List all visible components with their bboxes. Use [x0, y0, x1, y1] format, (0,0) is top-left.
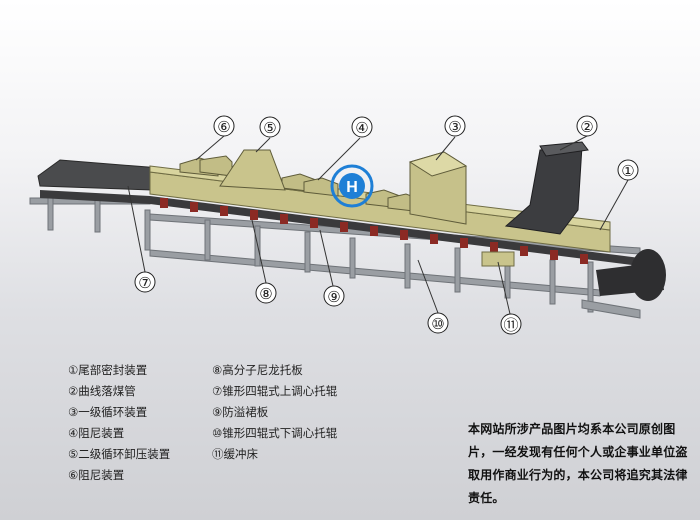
curved-chute [504, 141, 589, 235]
callout-10-label: ⑩ [431, 315, 444, 333]
callout-5: ⑤ [259, 116, 281, 138]
svg-text:H: H [346, 179, 358, 196]
callout-3-label: ③ [448, 118, 461, 136]
callout-3: ③ [444, 115, 466, 137]
idler-row [160, 198, 588, 264]
legend-item: ⑥阻尼装置 [68, 468, 125, 482]
legend-item: ①尾部密封装置 [68, 363, 148, 377]
callout-8-label: ⑧ [259, 285, 272, 303]
legend-right: ⑧高分子尼龙托板 ⑦锥形四辊式上调心托辊 ⑨防溢裙板 ⑩锥形四辊式下调心托辊 ⑪… [212, 360, 337, 465]
legend-item: ③一级循环装置 [68, 405, 148, 419]
relief-hood [219, 149, 286, 191]
callout-9: ⑨ [323, 285, 345, 307]
legend-item: ④阻尼装置 [68, 426, 125, 440]
callout-10: ⑩ [427, 312, 449, 334]
head-pulley [596, 249, 666, 301]
legend-item: ⑪缓冲床 [212, 447, 258, 461]
company-logo: H [330, 164, 374, 208]
callout-leaders [127, 135, 629, 315]
legend-item: ⑨防溢裙板 [212, 405, 269, 419]
callout-4-label: ④ [355, 119, 368, 137]
legend-item: ⑤二级循环卸压装置 [68, 447, 171, 461]
callout-7-label: ⑦ [138, 274, 151, 292]
callout-2: ② [576, 115, 598, 137]
callout-1: ① [617, 159, 639, 181]
callout-11-label: ⑪ [503, 316, 518, 334]
callout-6: ⑥ [213, 115, 235, 137]
buffer-bed [481, 251, 515, 267]
tail-belt [37, 159, 161, 191]
legend-item: ⑧高分子尼龙托板 [212, 363, 303, 377]
legend-item: ⑦锥形四辊式上调心托辊 [212, 384, 338, 398]
circulation-box [408, 151, 468, 225]
callout-6-label: ⑥ [217, 118, 230, 136]
callout-2-label: ② [580, 118, 593, 136]
callout-8: ⑧ [255, 282, 277, 304]
callout-7: ⑦ [134, 271, 156, 293]
legend-item: ②曲线落煤管 [68, 384, 136, 398]
callout-5-label: ⑤ [263, 119, 276, 137]
copyright-notice: 本网站所涉产品图片均系本公司原创图片，一经发现有任何个人或企事业单位盗取用作商业… [468, 422, 688, 505]
callout-11: ⑪ [500, 313, 522, 335]
callout-4: ④ [351, 116, 373, 138]
callout-9-label: ⑨ [327, 288, 340, 306]
callout-1-label: ① [621, 162, 634, 180]
legend-left: ①尾部密封装置 ②曲线落煤管 ③一级循环装置 ④阻尼装置 ⑤二级循环卸压装置 ⑥… [68, 360, 170, 486]
legend-item: ⑩锥形四辊式下调心托辊 [212, 426, 338, 440]
